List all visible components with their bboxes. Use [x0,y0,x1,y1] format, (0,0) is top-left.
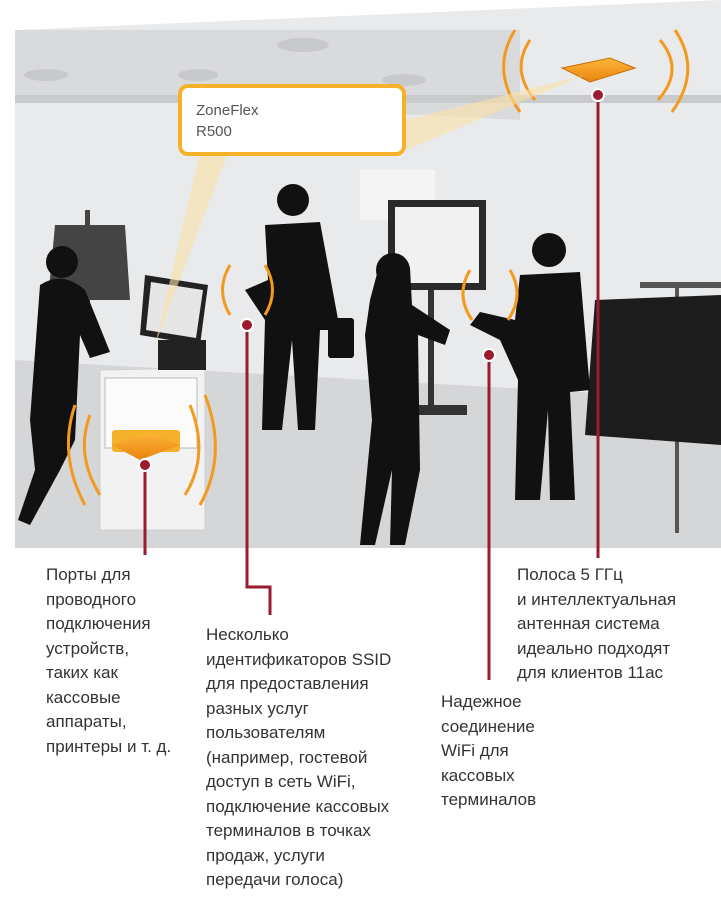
caption-line: идентификаторов SSID [206,649,392,669]
clothing-rack-right [585,282,721,533]
caption-line: разных услуг [206,698,309,718]
caption-line: аппараты, [46,712,127,731]
caption-line: продаж, услуги [206,845,325,865]
caption-line: (например, гостевой [206,747,368,767]
device-name-line1: ZoneFlex [196,102,259,119]
caption-line: принтеры и т. д. [46,736,172,756]
caption-line: Порты для [46,565,131,584]
caption-line: таких как [46,663,118,682]
caption-line: Несколько [206,625,289,644]
caption-line: и интеллектуальная [517,589,677,609]
caption-line: идеально подходят [517,638,671,658]
caption-line: кассовых [441,765,515,785]
caption-line: кассовые [46,687,121,707]
people-silhouettes [18,184,590,545]
caption-line: устройств, [46,638,130,658]
callout-pointer [155,152,228,345]
caption-line: проводного [46,589,137,609]
caption-line: терминалов [441,790,537,809]
caption-line: подключения [46,614,151,633]
device-callout: ZoneFlex R500 [178,84,406,156]
caption-line: передачи голоса) [206,870,344,889]
pointer-dots [138,88,605,472]
device-name: ZoneFlex R500 [196,100,259,142]
caption-line: доступ в сеть WiFi, [206,772,356,791]
caption-wired-ports: Порты для проводного подключения устройс… [46,563,171,759]
device-name-line2: R500 [196,123,232,140]
access-point-ceiling [560,57,637,83]
display-screen [388,200,486,415]
leader-lines [143,95,600,680]
caption-multiple-ssid: Несколько идентификаторов SSID для предо… [206,623,391,893]
caption-line: Надежное [441,692,522,711]
caption-line: пользователям [206,723,326,742]
access-point-counter [112,432,180,460]
caption-line: подключение кассовых [206,796,390,816]
callout-pointer-ceiling [406,75,585,150]
caption-reliable-wifi: Надежное соединение WiFi для кассовых те… [441,690,536,813]
caption-line: для клиентов 11ac [517,663,664,682]
caption-line: терминалов в точках [206,821,371,840]
caption-line: Полоса 5 ГГц [517,565,623,584]
caption-line: соединение [441,716,535,736]
caption-5ghz-band: Полоса 5 ГГц и интеллектуальная антенная… [517,563,676,686]
caption-line: WiFi для [441,741,509,760]
caption-line: антенная система [517,614,660,633]
caption-line: для предоставления [206,674,369,693]
